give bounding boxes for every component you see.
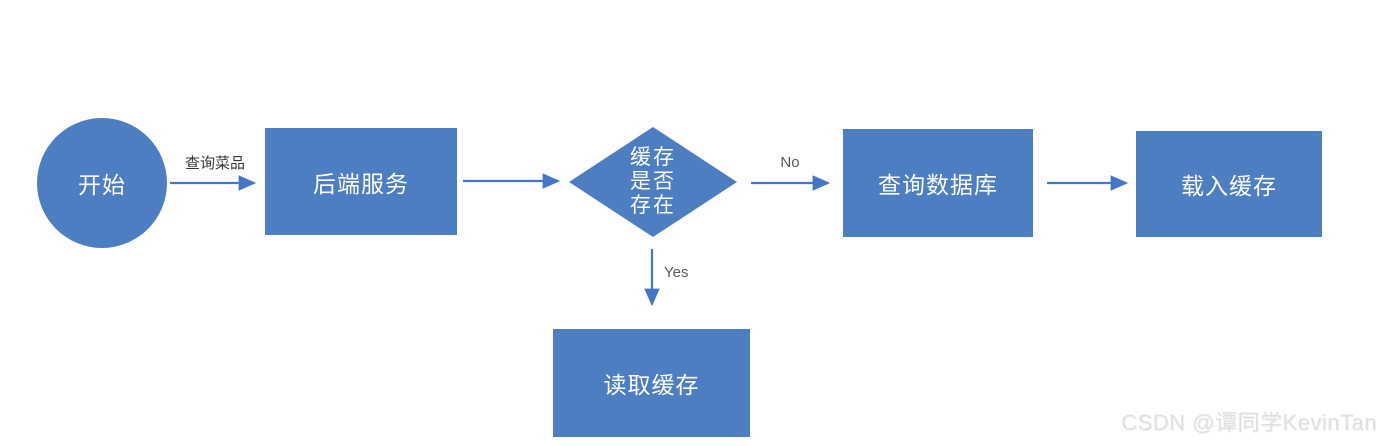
node-backend-shape (265, 128, 457, 235)
node-load-cache-shape (1136, 131, 1322, 237)
node-read-cache-shape (553, 329, 750, 437)
node-cache-exists-shape (569, 127, 737, 237)
node-start-shape (37, 118, 167, 248)
node-query-db-shape (843, 129, 1033, 237)
